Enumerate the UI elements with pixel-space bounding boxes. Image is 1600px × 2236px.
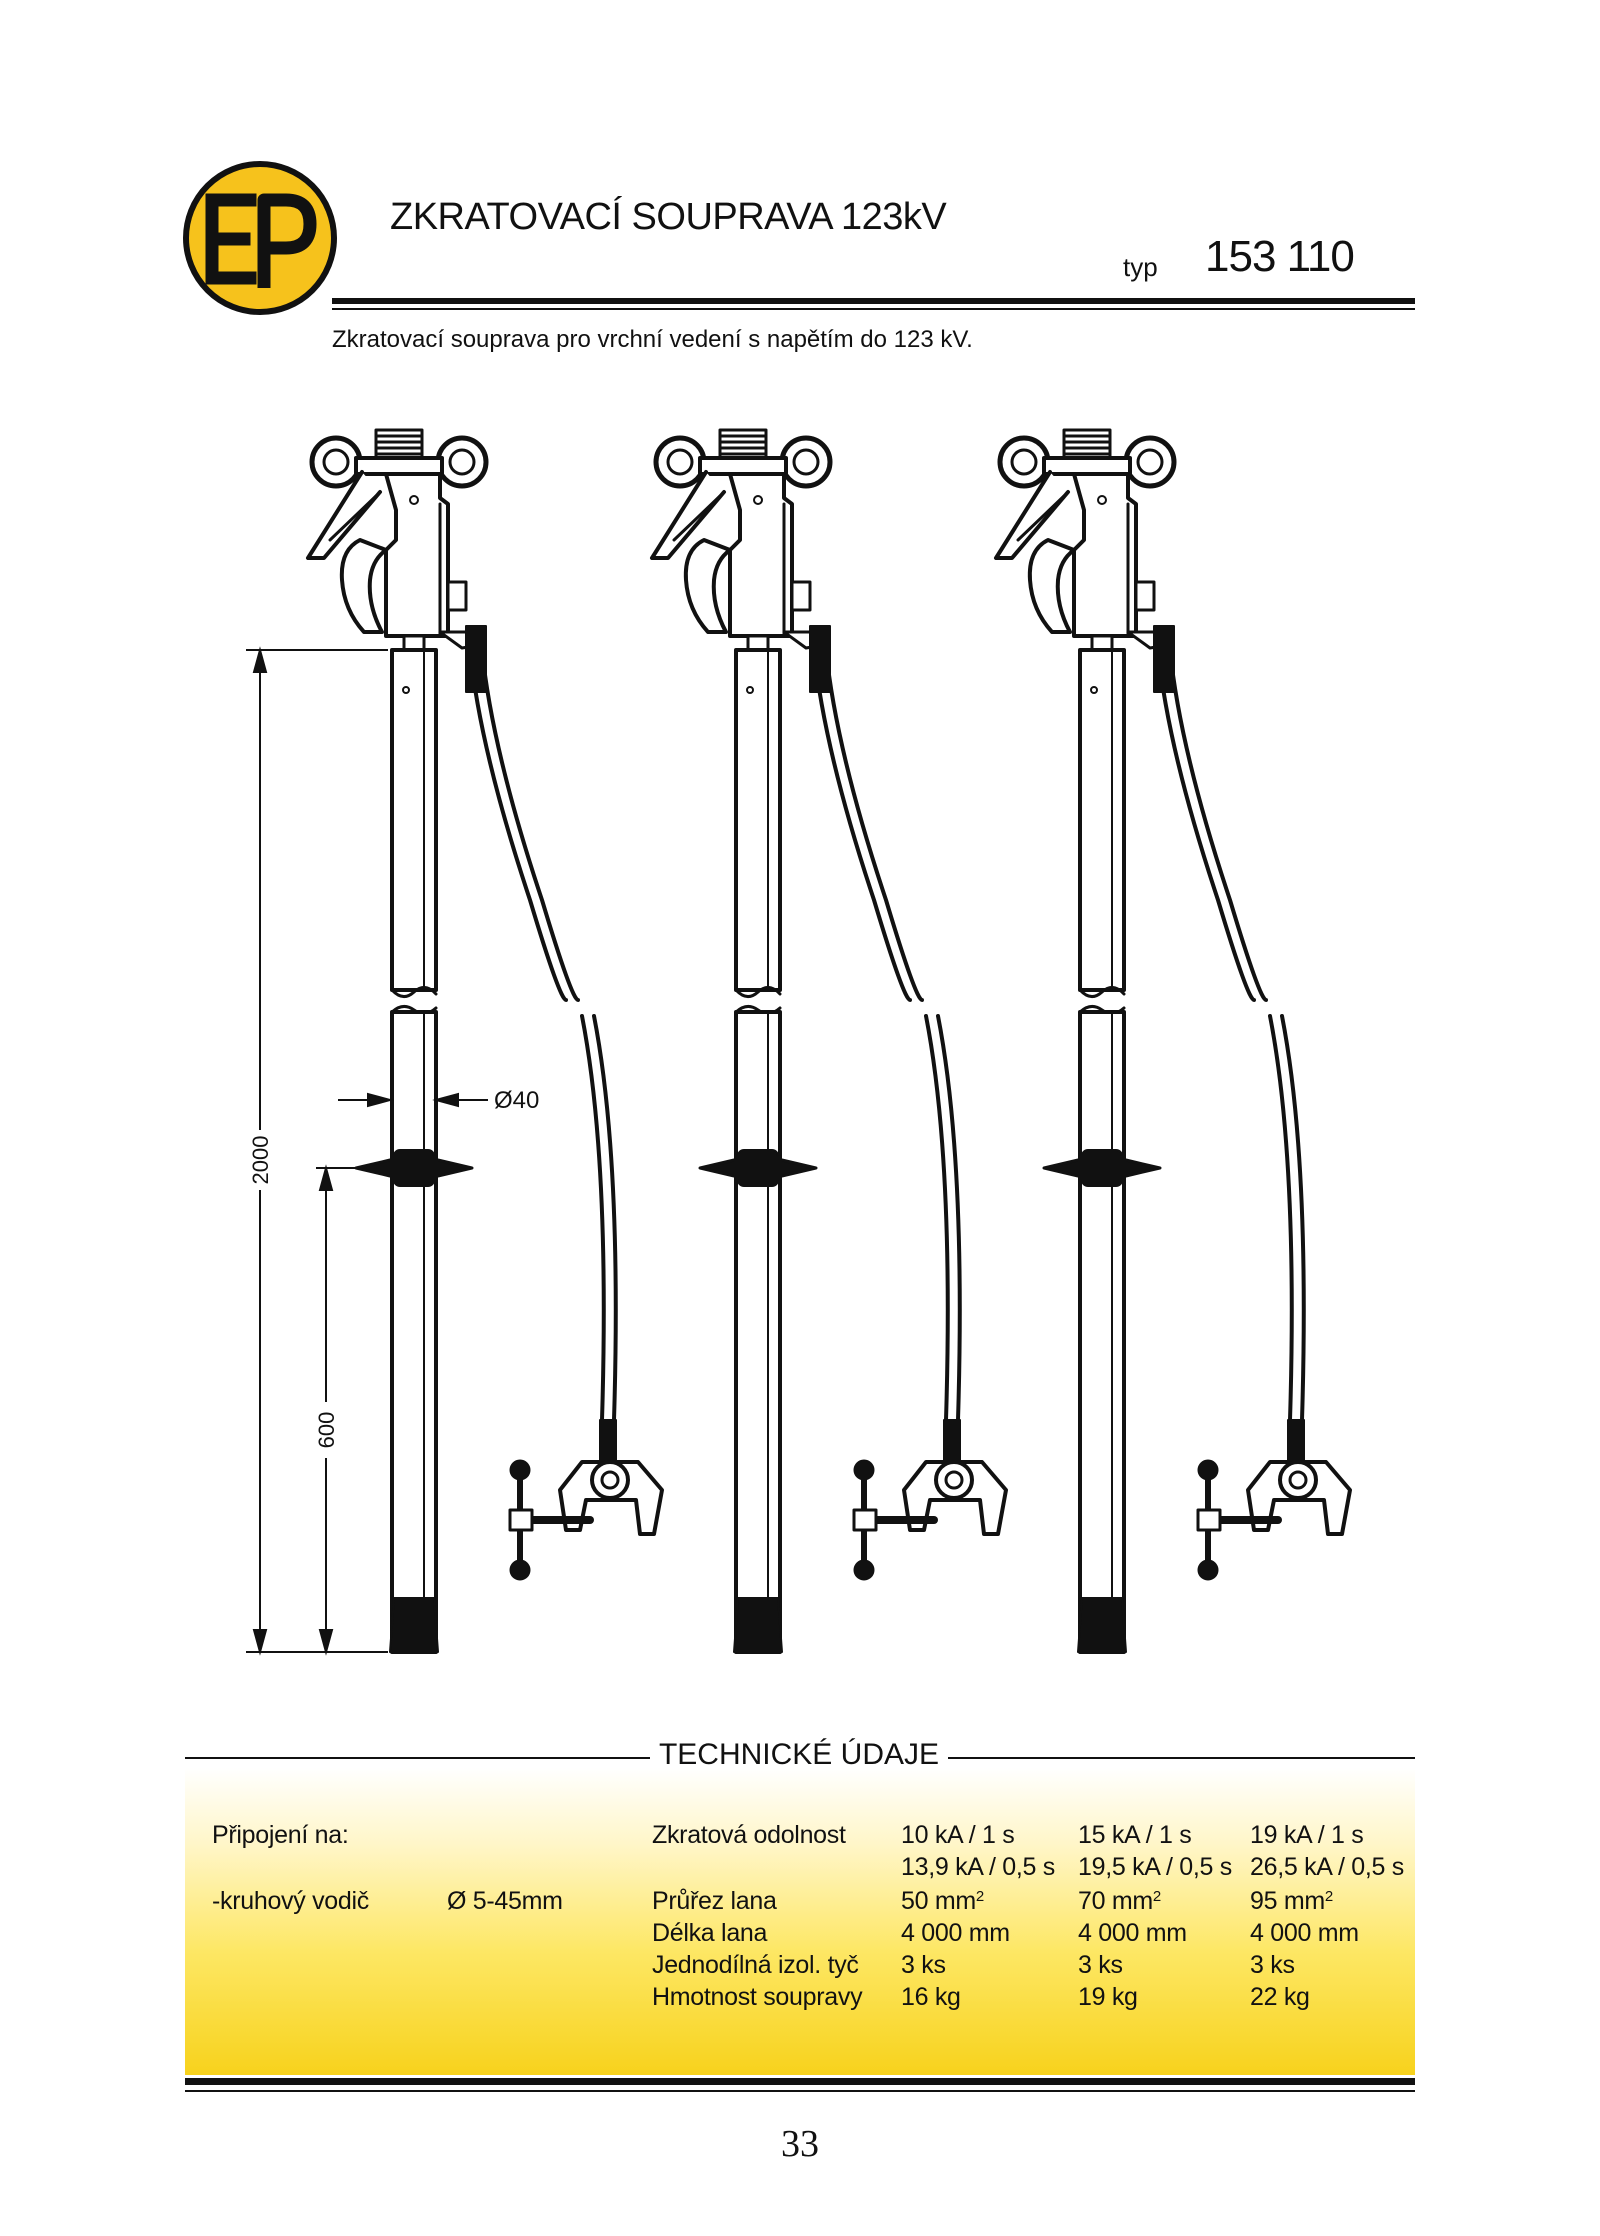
row-label-rod: Jednodílná izol. tyč (652, 1951, 859, 1979)
footer-rule-thin (185, 2090, 1415, 2092)
rod-assembly-2 (652, 430, 1006, 1652)
cell: 3 ks (1250, 1951, 1295, 1979)
cell: 22 kg (1250, 1983, 1310, 2011)
cell: 4 000 mm (1250, 1919, 1359, 1947)
cell: 16 kg (901, 1983, 961, 2011)
ep-logo (182, 160, 338, 316)
cell: 50 mm2 (901, 1887, 984, 1915)
conductor-label: -kruhový vodič (212, 1887, 369, 1915)
tech-heading: TECHNICKÉ ÚDAJE (658, 1738, 940, 1771)
row-label-weight: Hmotnost soupravy (652, 1983, 863, 2011)
dim-total-label: 2000 (248, 1136, 273, 1185)
cell: 4 000 mm (901, 1919, 1010, 1947)
typ-label: typ (1123, 252, 1158, 282)
row-label-cross-section: Průřez lana (652, 1887, 777, 1915)
tech-header-line-left (185, 1757, 650, 1759)
tech-header-line-right (948, 1757, 1415, 1759)
row-label-cable-length: Délka lana (652, 1919, 768, 1947)
technical-drawing: 2000 600 Ø40 (0, 400, 1600, 1720)
rod-assembly-1 (308, 430, 662, 1652)
cell: 13,9 kA / 0,5 s (901, 1853, 1055, 1881)
cell: 3 ks (1078, 1951, 1123, 1979)
dim-lower-label: 600 (314, 1412, 339, 1449)
page-title: ZKRATOVACÍ SOUPRAVA 123kV (390, 196, 947, 238)
cell: 95 mm2 (1250, 1887, 1333, 1915)
header-rule-thick (332, 298, 1415, 304)
cell: 19,5 kA / 0,5 s (1078, 1853, 1232, 1881)
cell: 70 mm2 (1078, 1887, 1161, 1915)
footer-rule-thick (185, 2078, 1415, 2085)
header-rule-thin (332, 308, 1415, 310)
page-number: 33 (781, 2123, 819, 2165)
cell: 10 kA / 1 s (901, 1821, 1015, 1849)
dimension-lines (246, 646, 488, 1656)
cell: 26,5 kA / 0,5 s (1250, 1853, 1404, 1881)
cell: 15 kA / 1 s (1078, 1821, 1192, 1849)
row-label-short-circuit: Zkratová odolnost (652, 1821, 846, 1849)
tech-data-box: Připojení na: -kruhový vodič Ø 5-45mm Zk… (185, 1768, 1415, 2075)
conductor-value: Ø 5-45mm (447, 1887, 563, 1915)
dim-diameter-label: Ø40 (494, 1087, 539, 1114)
cell: 3 ks (901, 1951, 946, 1979)
subtitle: Zkratovací souprava pro vrchní vedení s … (332, 326, 973, 353)
rod-assembly-3 (996, 430, 1350, 1652)
cell: 19 kA / 1 s (1250, 1821, 1364, 1849)
connection-label: Připojení na: (212, 1821, 349, 1849)
cell: 4 000 mm (1078, 1919, 1187, 1947)
cell: 19 kg (1078, 1983, 1138, 2011)
typ-value: 153 110 (1205, 232, 1355, 281)
